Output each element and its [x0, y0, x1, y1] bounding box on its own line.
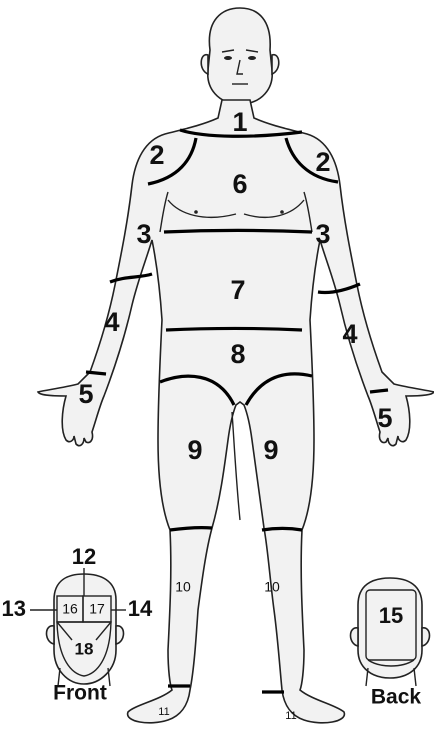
right-wrist-line: [370, 390, 388, 392]
right-nipple: [280, 210, 284, 214]
back-head-left-ear: [351, 628, 359, 646]
region-label-11-left: 11: [158, 706, 169, 718]
region-label-11-right: 11: [285, 710, 296, 722]
region-label-13: 13: [2, 596, 26, 621]
region-label-2-right: 2: [315, 147, 330, 177]
front-head-right-ear: [116, 626, 124, 644]
region-label-4-right: 4: [342, 319, 357, 349]
region-label-14: 14: [128, 596, 153, 621]
waist-hip-line: [166, 329, 302, 331]
region-label-3-left: 3: [136, 219, 151, 249]
region-label-10-left: 10: [175, 579, 191, 595]
region-label-2-left: 2: [149, 140, 164, 170]
region-label-10-right: 10: [264, 579, 280, 595]
region-label-1: 1: [232, 107, 247, 137]
left-eye: [224, 56, 232, 60]
inner-thigh-divider: [232, 412, 240, 520]
left-nipple: [194, 210, 198, 214]
caption-back: Back: [371, 686, 422, 709]
neck-right-back: [414, 668, 416, 686]
right-eye: [248, 56, 256, 60]
region-label-18: 18: [75, 639, 94, 658]
right-knee-line: [262, 529, 302, 531]
region-label-7: 7: [230, 275, 245, 305]
region-label-15: 15: [379, 603, 403, 628]
caption-front: Front: [53, 682, 107, 705]
region-label-3-right: 3: [315, 219, 330, 249]
region-label-5-right: 5: [377, 403, 392, 433]
head: [208, 8, 272, 104]
back-head-diagram: [351, 578, 430, 686]
chest-waist-line: [164, 231, 312, 233]
region-label-9-right: 9: [263, 435, 278, 465]
region-label-16: 16: [62, 601, 78, 617]
front-head-left-ear: [47, 626, 55, 644]
region-label-5-left: 5: [78, 379, 93, 409]
back-head-right-ear: [422, 628, 430, 646]
left-wrist-line: [86, 372, 106, 374]
region-label-12: 12: [72, 544, 96, 569]
region-label-17: 17: [89, 601, 105, 617]
left-ear: [201, 55, 208, 74]
front-head-diagram: [30, 568, 126, 686]
region-label-6: 6: [232, 169, 247, 199]
right-ear: [272, 55, 279, 74]
back-head-outline: [358, 578, 422, 678]
region-label-8: 8: [230, 339, 245, 369]
region-label-4-left: 4: [104, 307, 119, 337]
region-label-9-left: 9: [187, 435, 202, 465]
